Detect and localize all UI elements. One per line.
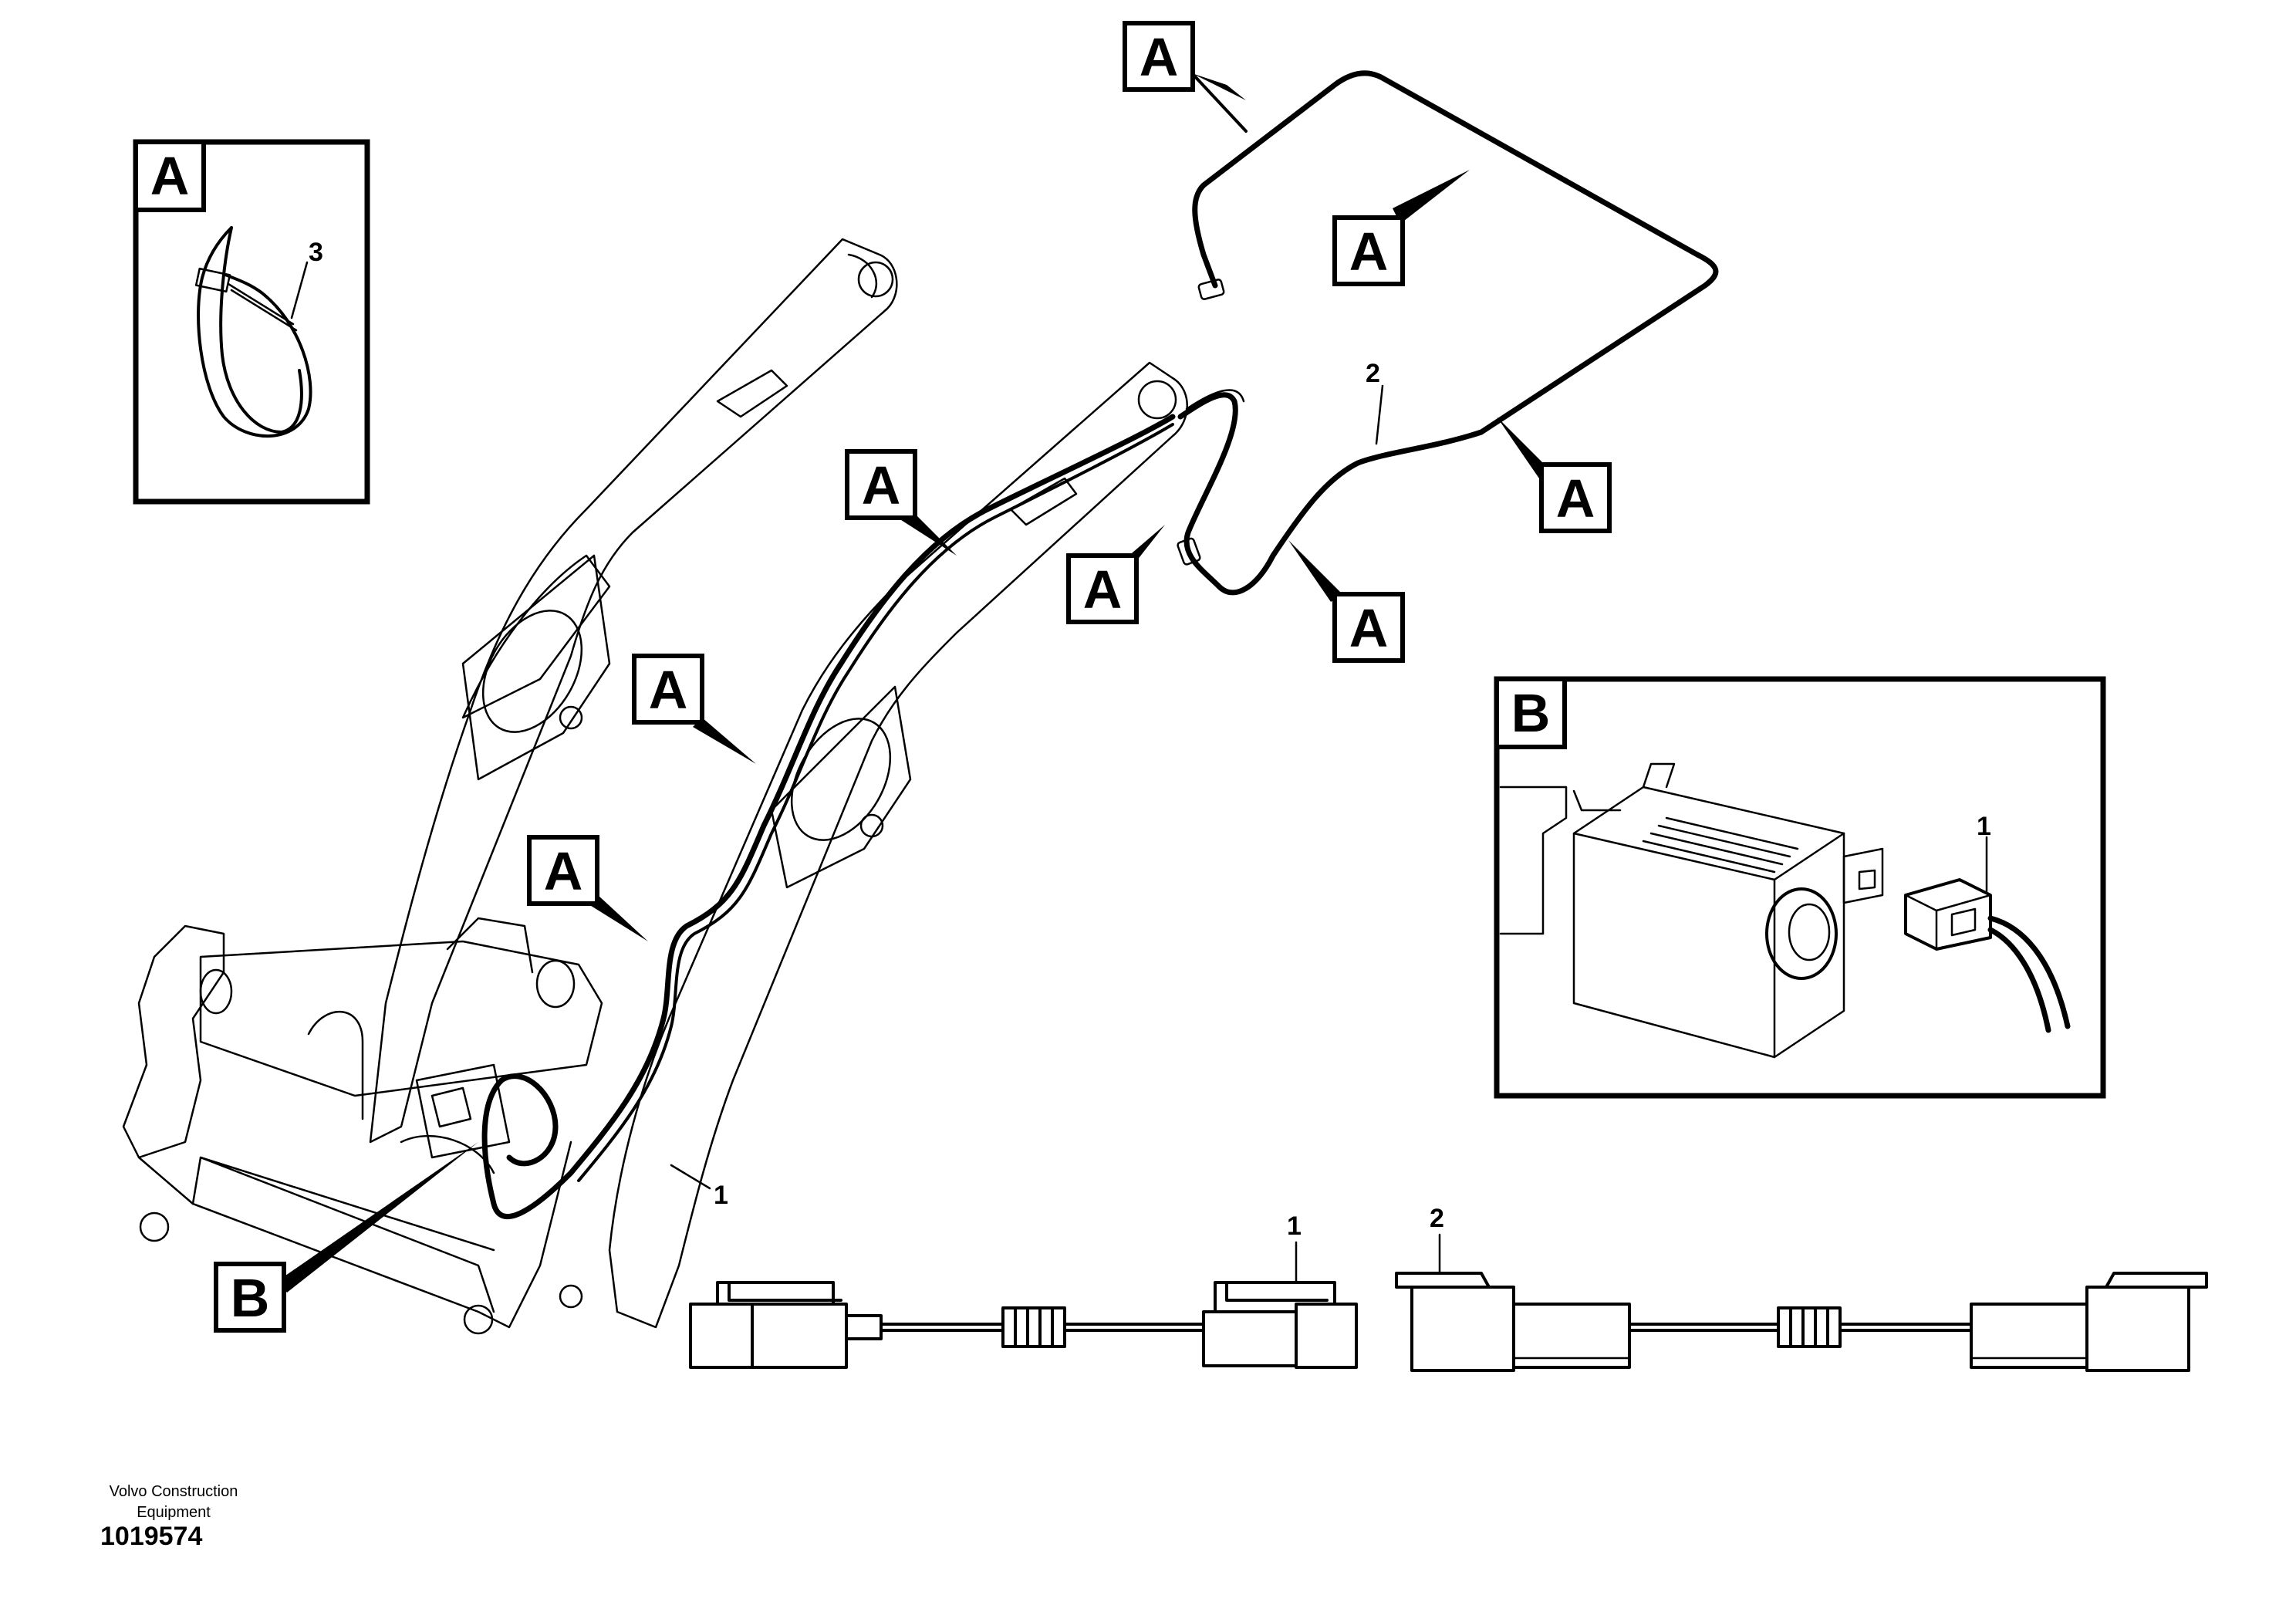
callout-a-arm-upper: A [845, 449, 957, 556]
solenoid-valve [1572, 762, 1845, 1059]
svg-text:A: A [1349, 598, 1389, 658]
svg-text:B: B [231, 1268, 270, 1328]
svg-text:A: A [1083, 559, 1123, 620]
connector-schematic-2: 2 [1395, 1204, 2208, 1372]
part-number-2-main: 2 [1366, 359, 1380, 388]
inset-b-connector-detail: B 1 [1494, 676, 2106, 1099]
part-number-3: 3 [309, 238, 323, 267]
svg-text:A: A [1556, 468, 1595, 529]
cable-tie-icon [194, 226, 312, 438]
part-number-1-inset: 1 [1977, 812, 1991, 841]
part-number-connector-2: 2 [1430, 1204, 1444, 1233]
callout-a-top: A [1123, 21, 1248, 133]
callout-a-right: A [1497, 417, 1612, 533]
svg-text:A: A [862, 455, 901, 515]
wiring-harness-1 [481, 414, 1176, 1220]
svg-text:A: A [649, 660, 688, 720]
leader-line-3 [290, 261, 309, 319]
inline-fuse-1 [1001, 1306, 1066, 1348]
callout-a-middle: A [1066, 525, 1165, 624]
svg-text:A: A [1349, 221, 1389, 282]
inset-a-label: A [150, 146, 190, 206]
wiring-harness-2: 2 [1177, 70, 1719, 596]
leader-line-1 [670, 1164, 711, 1190]
inset-a-frame [133, 139, 370, 505]
inset-a-cable-tie: A 3 [133, 139, 370, 505]
callout-a-arm-middle: A [632, 654, 756, 764]
part-number-connector-1: 1 [1287, 1211, 1302, 1241]
rear-arm-plate [461, 554, 611, 781]
drawing-number: 1019574 [100, 1522, 203, 1551]
rear-boom-arm [369, 238, 898, 1144]
svg-text:A: A [544, 841, 583, 901]
part-number-1-main: 1 [714, 1181, 728, 1210]
inline-fuse-2 [1777, 1306, 1842, 1348]
callout-a-center: A [1332, 170, 1470, 286]
inset-b-frame [1494, 676, 2106, 1099]
company-footer: Volvo Construction Equipment [77, 1482, 270, 1523]
callout-b: B [214, 1142, 478, 1333]
loader-arm-assembly: 1 [122, 238, 1188, 1335]
inset-a-label-box [133, 140, 206, 212]
inset-b-label: B [1511, 683, 1551, 743]
harness-plug [1904, 878, 2071, 1033]
svg-text:A: A [1140, 27, 1179, 87]
connector-schematic-1: 1 [689, 1211, 1358, 1369]
company-name-line2: Equipment [137, 1504, 211, 1521]
callout-a-arm-lower: A [527, 835, 648, 941]
leader-line-2 [1375, 384, 1384, 445]
company-name-line1: Volvo Construction [109, 1483, 238, 1500]
quick-coupler [122, 917, 603, 1335]
front-arm-plate [770, 685, 912, 889]
front-boom-arm [608, 361, 1188, 1329]
callout-a-lower-right: A [1288, 540, 1405, 663]
callout-markers: A A A A A A [214, 21, 1612, 1333]
